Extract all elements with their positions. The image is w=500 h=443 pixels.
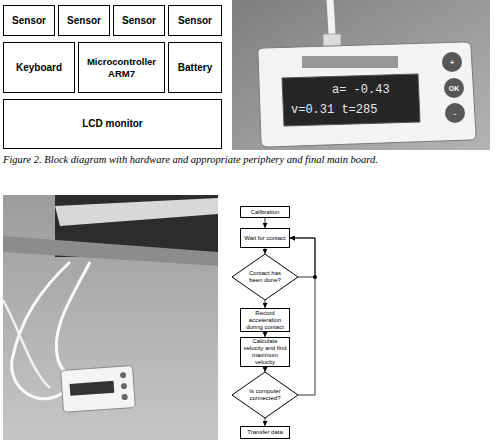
device-logo	[302, 56, 398, 68]
process-box: Calculate velocity and find maximum velo…	[240, 337, 290, 367]
flow-arrow	[265, 248, 266, 254]
flow-arrow	[290, 238, 315, 277]
hardware-block: Sensor	[3, 5, 55, 36]
button	[120, 372, 126, 378]
hardware-block: Sensor	[168, 5, 222, 36]
hardware-block: Battery	[168, 42, 222, 93]
flow-arrow	[290, 238, 315, 395]
hardware-block: Sensor	[113, 5, 165, 36]
process-box: Transfer data	[240, 426, 290, 439]
node-text: Sensor	[12, 15, 46, 27]
device-housing	[61, 365, 136, 412]
board-plate	[55, 198, 218, 226]
lcd-screen	[282, 74, 420, 126]
button-label: -	[454, 110, 456, 117]
button	[442, 52, 462, 72]
node-text: Transfer data	[247, 429, 282, 436]
button	[121, 383, 127, 389]
node-text: Calibration	[251, 209, 280, 216]
figure-caption: Figure 2. Block diagram with hardware an…	[3, 154, 498, 165]
hardware-block: Sensor	[58, 5, 110, 36]
sensor-cable	[56, 262, 90, 382]
button-label: +	[450, 59, 454, 66]
photo-background	[232, 0, 490, 150]
lcd-readout: v=0.31 t=285	[291, 103, 377, 117]
process-box: Wait for contact	[240, 228, 290, 248]
node-text: Calculate velocity and find maximum velo…	[243, 338, 287, 366]
flow-arrow	[265, 418, 266, 426]
flow-arrow	[265, 367, 266, 372]
decision-diamond: Is computer connected?	[232, 372, 298, 418]
process-box: Record acceleration during contact	[240, 308, 290, 332]
node-text: LCD monitor	[82, 118, 143, 130]
node-text: Sensor	[178, 15, 212, 27]
node-text: Contact has been done?	[246, 270, 284, 284]
node-text: Microcontroller ARM7	[80, 56, 163, 80]
device-housing	[258, 42, 476, 147]
button	[445, 103, 465, 123]
sensor-cable	[3, 300, 50, 388]
photo-background	[3, 195, 218, 440]
decision-diamond: Contact has been done?	[232, 254, 298, 300]
node-text: Battery	[178, 62, 212, 74]
node-text: Sensor	[122, 15, 156, 27]
hardware-block: Keyboard	[3, 42, 75, 93]
hardware-block: Microcontroller ARM7	[78, 42, 165, 93]
flow-arrow	[265, 218, 266, 228]
device-small	[61, 365, 136, 412]
diamond-shape	[232, 254, 298, 300]
diamond-shape	[232, 372, 298, 418]
node-text: Wait for contact	[244, 235, 285, 242]
junction-dot	[313, 275, 317, 279]
node-text: Is computer connected?	[246, 388, 284, 402]
flow-arrow	[265, 300, 266, 308]
hardware-block: LCD monitor	[3, 99, 222, 149]
process-box: Calibration	[240, 206, 290, 218]
node-text: Record acceleration during contact	[243, 310, 287, 331]
lcd-readout: a= -0.43	[332, 83, 390, 97]
node-text: Sensor	[67, 15, 101, 27]
flow-arrow	[265, 332, 266, 337]
lcd-screen	[70, 381, 115, 396]
button-label: OK	[449, 85, 460, 92]
node-text: Keyboard	[16, 62, 62, 74]
board-edge	[3, 236, 218, 266]
button	[444, 78, 464, 98]
button	[121, 394, 127, 400]
